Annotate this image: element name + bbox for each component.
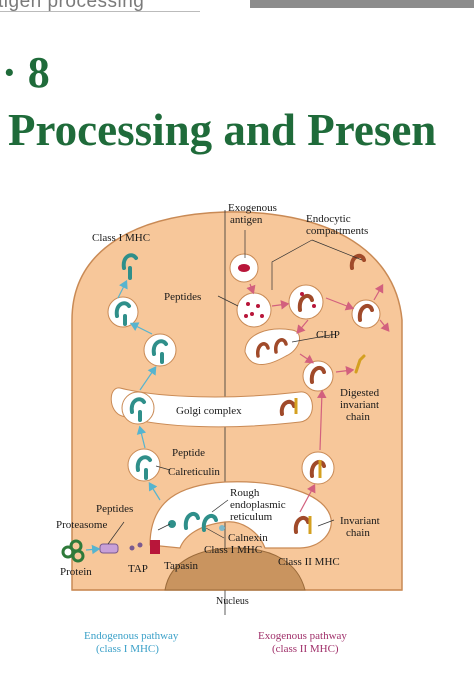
label-calreticulin: Calreticulin: [168, 466, 220, 478]
label-digested-3: chain: [346, 411, 370, 423]
label-protein: Protein: [60, 566, 92, 578]
label-exogenous-2: antigen: [230, 214, 263, 226]
label-peptides-left: Peptides: [96, 503, 133, 515]
label-rough-1: Rough: [230, 487, 260, 499]
label-peptides-top: Peptides: [164, 291, 201, 303]
class1-surface-molecule: [121, 253, 138, 280]
endocytic-vesicle-3: [351, 299, 381, 329]
label-proteasome: Proteasome: [56, 519, 107, 531]
label-rough-2: endoplasmic: [230, 499, 286, 511]
top-title-text: tigen processing: [0, 0, 145, 12]
digested-invariant-chain: [354, 354, 366, 374]
golgi-class2-molecules: [279, 398, 298, 416]
caption-endogenous-2: (class I MHC): [96, 643, 159, 655]
label-class1-mhc-er: Class I MHC: [204, 544, 262, 556]
label-tapasin: Tapasin: [164, 560, 199, 572]
top-divider: [0, 11, 200, 12]
endogenous-arrows: [85, 279, 161, 555]
class1-vesicle-1: [127, 448, 161, 482]
top-strip: tigen processing: [0, 0, 474, 14]
caption-exogenous-1: Exogenous pathway: [258, 630, 347, 642]
endocytic-vesicle-1: [236, 292, 272, 328]
peptide-fragments: [129, 542, 143, 551]
caption-endogenous-1: Endogenous pathway: [84, 630, 179, 642]
label-endocytic-1: Endocytic: [306, 213, 351, 225]
label-tap: TAP: [128, 563, 148, 575]
invariant-chain-vesicle: [301, 451, 335, 485]
page-heading: Processing and Presen: [8, 105, 437, 155]
clip-compartment: [244, 328, 301, 365]
class2-vesicle-lower: [302, 360, 334, 392]
er-class2-molecules: [293, 515, 312, 534]
chapter-number: · 8: [2, 48, 50, 97]
caption-exogenous-2: (class II MHC): [272, 643, 339, 655]
class1-vesicle-4: [107, 296, 139, 328]
label-endocytic-2: compartments: [306, 225, 368, 237]
label-peptide: Peptide: [172, 447, 205, 459]
class1-vesicle-3: [143, 333, 177, 367]
label-exogenous-1: Exogenous: [228, 202, 277, 214]
label-clip: CLIP: [316, 329, 340, 341]
label-digested-1: Digested: [340, 387, 380, 399]
surface-class2-molecule: [349, 253, 366, 270]
antigen-entry-vesicle: [229, 253, 259, 283]
label-calnexin: Calnexin: [228, 532, 268, 544]
er-class1-loading-complex: [168, 511, 225, 532]
chapter-number-value: 8: [27, 48, 50, 97]
label-class1-mhc-top: Class I MHC: [92, 232, 150, 244]
proteasome: [99, 543, 119, 554]
golgi-complex: [110, 387, 313, 428]
label-digested-2: invariant: [340, 399, 379, 411]
nucleus: [164, 547, 306, 591]
label-invariant-1: Invariant: [340, 515, 380, 527]
endocytic-vesicle-2: [288, 284, 324, 320]
label-class2-mhc: Class II MHC: [278, 556, 340, 568]
top-gray-block: [250, 0, 474, 8]
label-golgi: Golgi complex: [176, 405, 242, 417]
protein-coil: [61, 539, 85, 563]
label-rough-3: reticulum: [230, 511, 273, 523]
exogenous-arrows: [246, 283, 390, 513]
label-nucleus: Nucleus: [216, 596, 249, 607]
label-invariant-2: chain: [346, 527, 370, 539]
label-leader-lines: [107, 230, 363, 545]
class1-vesicle-2: [121, 391, 155, 425]
tap-transporter: [150, 540, 160, 554]
